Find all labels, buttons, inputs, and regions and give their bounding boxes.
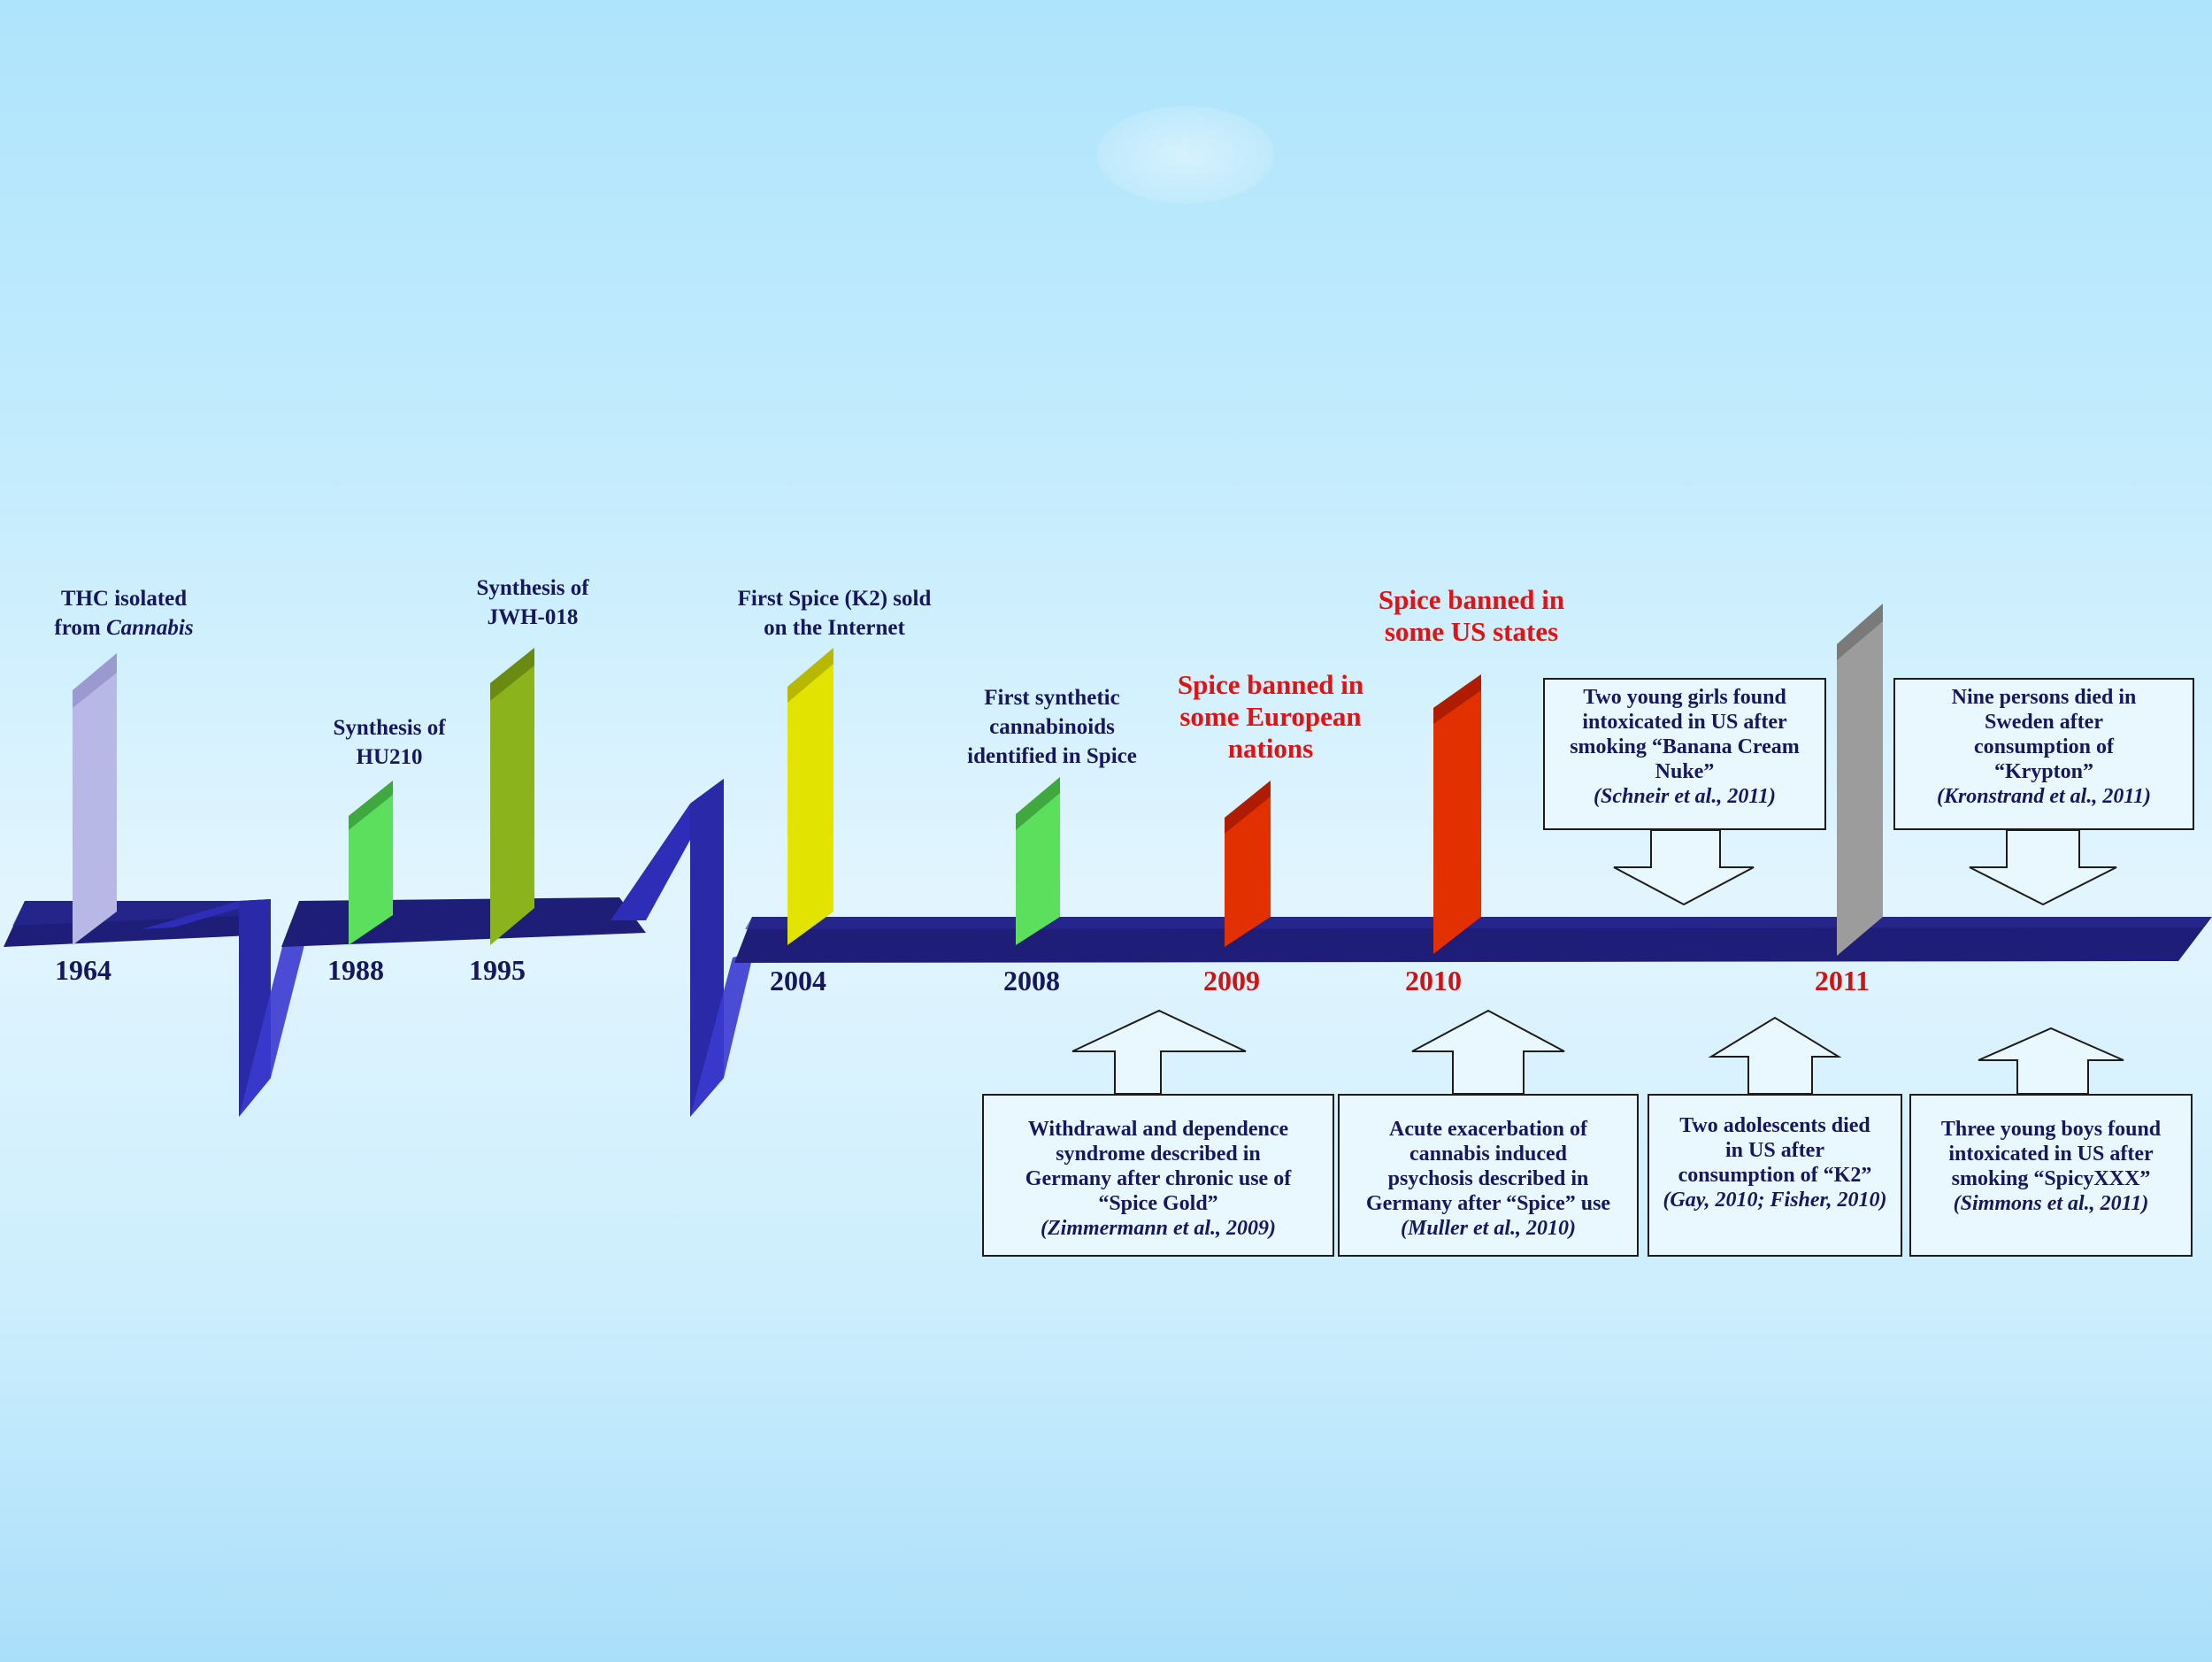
bar-1995 [490,648,534,945]
year-1964: 1964 [55,954,111,986]
arrow-withdrawal-up [1071,1009,1247,1095]
timeline-track-2 [281,897,646,947]
event-thc-isolated: THC isolated from Cannabis [54,587,194,640]
bar-1964 [73,653,117,945]
event-ban-us: Spice banned in some US states [1378,584,1565,647]
event-jwh018: Synthesis of JWH-018 [476,576,589,629]
timeline-break-1-rise [239,938,306,1117]
event-first-synthetic: First synthetic cannabinoids identified … [967,686,1137,768]
year-2011: 2011 [1814,965,1870,996]
year-2008: 2008 [1003,965,1060,996]
timeline-break-2-rise [690,951,754,1117]
box-psychosis: Acute exacerbation of cannabis induced p… [1338,1094,1639,1257]
year-1995: 1995 [469,954,526,986]
year-1988: 1988 [327,954,384,986]
arrow-girls-down [1613,829,1755,906]
bar-2010 [1433,674,1481,954]
year-2009: 2009 [1203,965,1260,996]
bar-2009 [1225,781,1271,947]
year-2004: 2004 [770,965,826,996]
arrow-psychosis-up [1411,1009,1565,1095]
year-2010: 2010 [1405,965,1462,996]
box-boys-intoxicated: Three young boys found intoxicated in US… [1909,1094,2193,1257]
bar-2011 [1837,604,1883,956]
arrow-sweden-down [1969,829,2117,906]
bar-1988 [349,781,393,945]
event-hu210: Synthesis of HU210 [333,716,446,769]
bar-2008 [1016,777,1060,945]
timeline-break-1 [142,899,271,929]
bar-2004 [787,648,833,945]
background-glow [1097,106,1274,204]
box-adolescents: Two adolescents died in US after consump… [1647,1094,1902,1257]
box-withdrawal: Withdrawal and dependence syndrome descr… [982,1094,1334,1257]
arrow-adolescents-up [1708,1016,1842,1095]
box-sweden-deaths: Nine persons died in Sweden after consum… [1893,678,2194,830]
box-girls-intoxicated: Two young girls found intoxicated in US … [1543,678,1826,830]
arrow-boys-up [1978,1027,2124,1095]
event-ban-europe: Spice banned in some European nations [1177,669,1364,764]
event-spice-sold: First Spice (K2) sold on the Internet [737,587,932,640]
